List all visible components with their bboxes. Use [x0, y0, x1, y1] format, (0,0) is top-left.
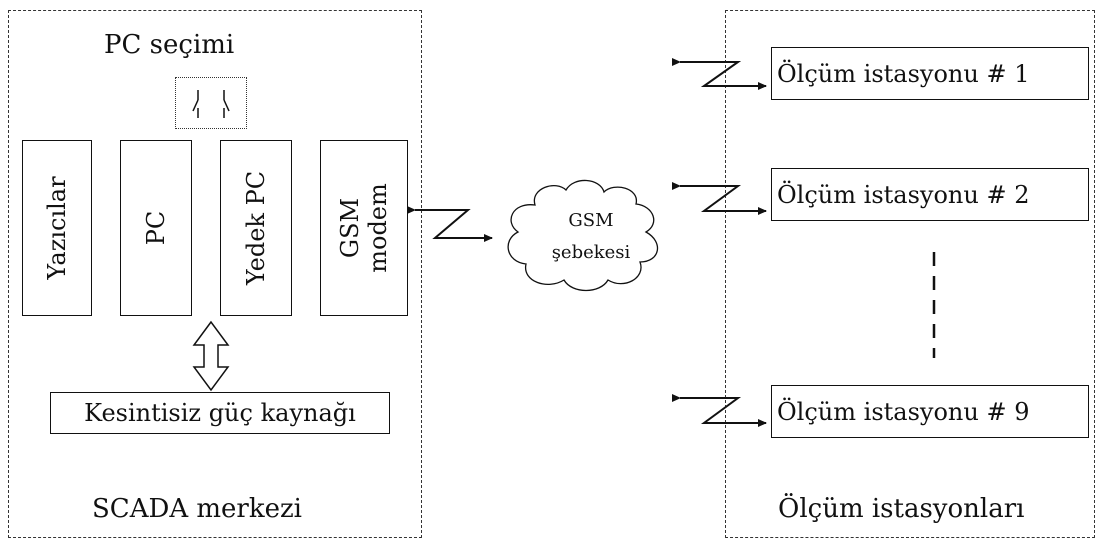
- backup-pc-box: Yedek PC: [220, 140, 292, 316]
- station-2-label: Ölçüm istasyonu # 2: [777, 180, 1030, 209]
- gsm-modem-label-line1: GSM: [336, 197, 364, 259]
- station-2-box: Ölçüm istasyonu # 2: [771, 168, 1089, 221]
- stations-boundary: [725, 10, 1095, 538]
- gsm-modem-box: GSM modem: [320, 140, 408, 316]
- pc-box: PC: [120, 140, 192, 316]
- scada-center-boundary: [8, 10, 422, 538]
- modem-network-link: [407, 206, 493, 242]
- gsm-modem-label-line2: modem: [364, 183, 392, 273]
- printers-box: Yazıcılar: [22, 140, 92, 316]
- ups-box: Kesintisiz güç kaynağı: [50, 392, 390, 434]
- pc-selection-switch: [175, 77, 247, 129]
- scada-center-label: SCADA merkezi: [92, 494, 302, 524]
- backup-pc-label: Yedek PC: [242, 170, 270, 286]
- printers-label: Yazıcılar: [43, 176, 71, 280]
- ups-label: Kesintisiz güç kaynağı: [84, 399, 356, 427]
- gsm-network-label: GSM şebekesi: [536, 205, 646, 269]
- pc-selection-label: PC seçimi: [104, 30, 235, 60]
- pc-label: PC: [142, 210, 170, 246]
- gsm-network-label-line2: şebekesi: [551, 242, 631, 263]
- station-9-label: Ölçüm istasyonu # 9: [777, 397, 1030, 426]
- stations-group-label: Ölçüm istasyonları: [778, 494, 1025, 524]
- station-1-box: Ölçüm istasyonu # 1: [771, 47, 1089, 100]
- station-1-label: Ölçüm istasyonu # 1: [777, 59, 1030, 88]
- gsm-modem-label: GSM modem: [336, 183, 392, 273]
- station-9-box: Ölçüm istasyonu # 9: [771, 385, 1089, 438]
- switch-icon: [192, 90, 230, 118]
- gsm-network-label-line1: GSM: [568, 210, 614, 231]
